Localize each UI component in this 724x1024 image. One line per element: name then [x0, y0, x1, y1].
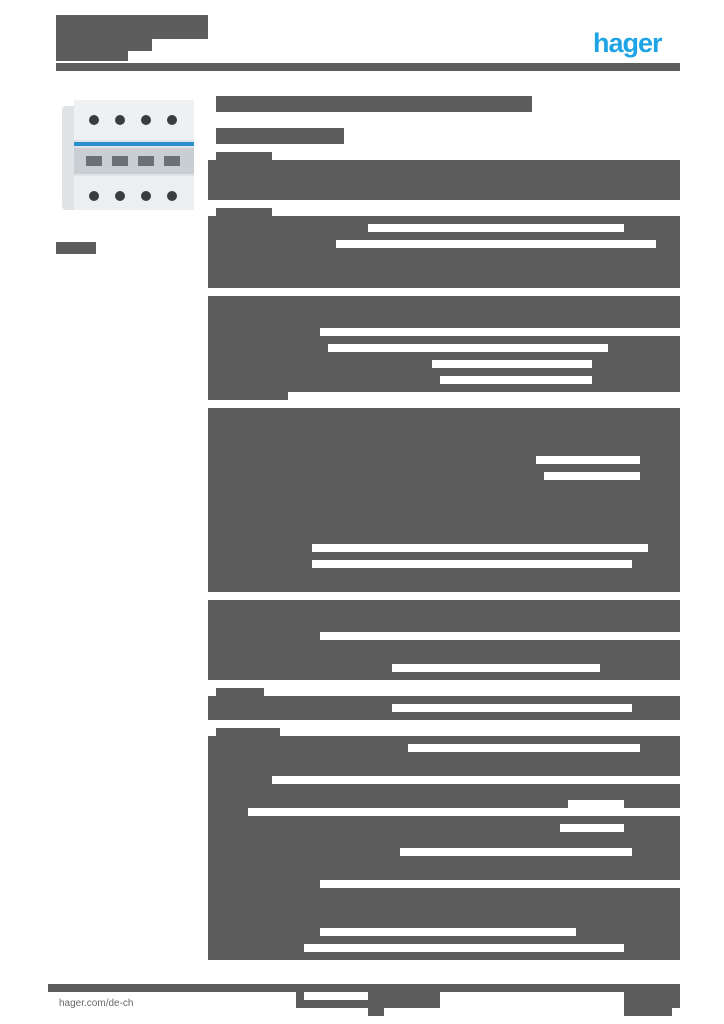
redacted-title — [56, 15, 208, 39]
redacted-description — [208, 160, 680, 200]
redacted-subheading — [216, 128, 344, 144]
product-image — [60, 98, 200, 216]
header-divider — [56, 63, 680, 71]
redacted-heading — [216, 96, 532, 112]
footer-divider — [48, 984, 680, 992]
redacted-section-label — [216, 152, 272, 160]
redacted-section-label — [216, 688, 264, 696]
hager-logo-text: hager — [593, 28, 663, 58]
redacted-footer-center-2 — [368, 1008, 384, 1016]
circuit-breaker-icon — [62, 100, 194, 210]
redacted-footer-right — [624, 992, 680, 1008]
redacted-subtitle — [56, 39, 128, 61]
redacted-subtitle-2 — [128, 39, 152, 51]
redacted-page-number — [624, 1008, 672, 1016]
website-link[interactable]: hager.com/de-ch — [56, 992, 168, 1016]
hager-logo[interactable]: hager — [593, 28, 679, 58]
redacted-section-label — [216, 208, 272, 216]
redacted-product-caption — [56, 242, 96, 254]
